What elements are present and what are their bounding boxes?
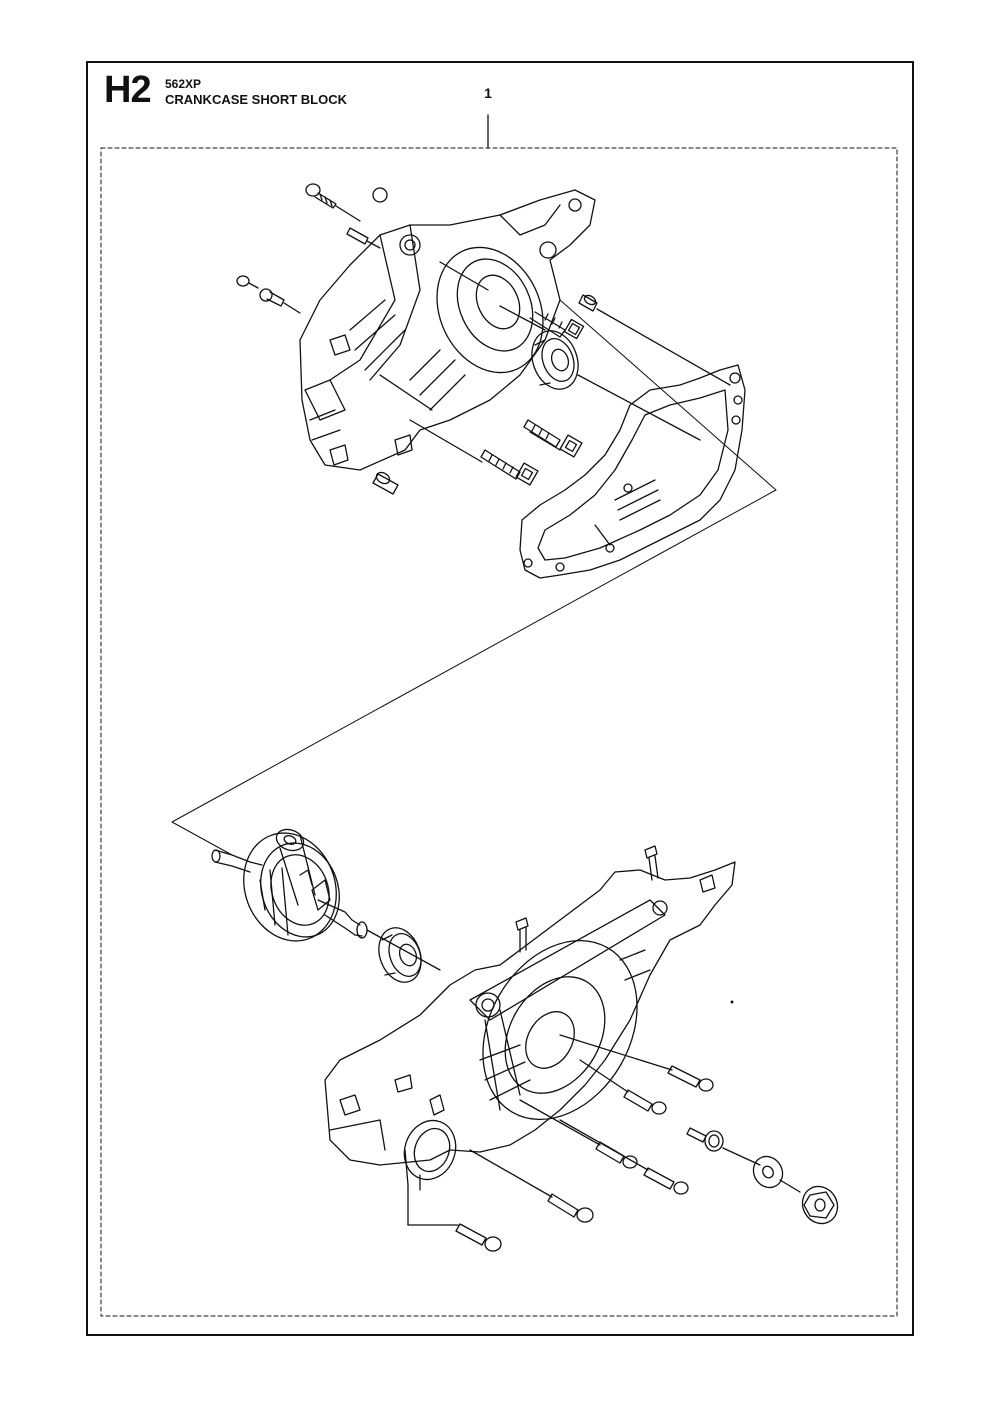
screw-icon xyxy=(379,374,583,458)
screw-icon xyxy=(644,845,659,881)
nut-icon xyxy=(801,1185,839,1225)
screw-icon xyxy=(409,419,539,486)
screw-icon xyxy=(346,227,381,249)
assembly-box xyxy=(100,147,898,1317)
screw-icon xyxy=(579,1059,667,1115)
page-frame xyxy=(86,61,914,1336)
screw-icon xyxy=(236,275,259,289)
crankcase-half-icon xyxy=(324,861,736,1191)
bearing-icon xyxy=(378,927,422,983)
screw-icon xyxy=(469,1149,594,1223)
dowel-pin-icon xyxy=(578,294,731,386)
crankcase-half-icon xyxy=(299,187,596,471)
callout-1: 1 xyxy=(484,85,492,101)
alignment-plane xyxy=(171,299,777,856)
washer-icon xyxy=(752,1155,801,1193)
screw-icon xyxy=(559,1119,689,1195)
screw-icon xyxy=(519,1099,638,1169)
screw-icon xyxy=(259,288,301,314)
screw-icon xyxy=(407,1184,502,1252)
screw-icon xyxy=(559,1034,714,1092)
diagram-title: CRANKCASE SHORT BLOCK xyxy=(165,92,347,107)
screw-icon xyxy=(686,1127,761,1166)
screw-icon xyxy=(515,917,529,953)
screw-icon xyxy=(439,261,585,340)
screw-icon xyxy=(305,183,361,222)
dowel-pin-icon xyxy=(372,471,399,495)
gasket-icon xyxy=(519,364,746,579)
bearing-icon xyxy=(531,330,701,441)
section-code: H2 xyxy=(104,69,152,111)
crankshaft-icon xyxy=(211,828,441,971)
model-number: 562XP xyxy=(165,77,202,91)
